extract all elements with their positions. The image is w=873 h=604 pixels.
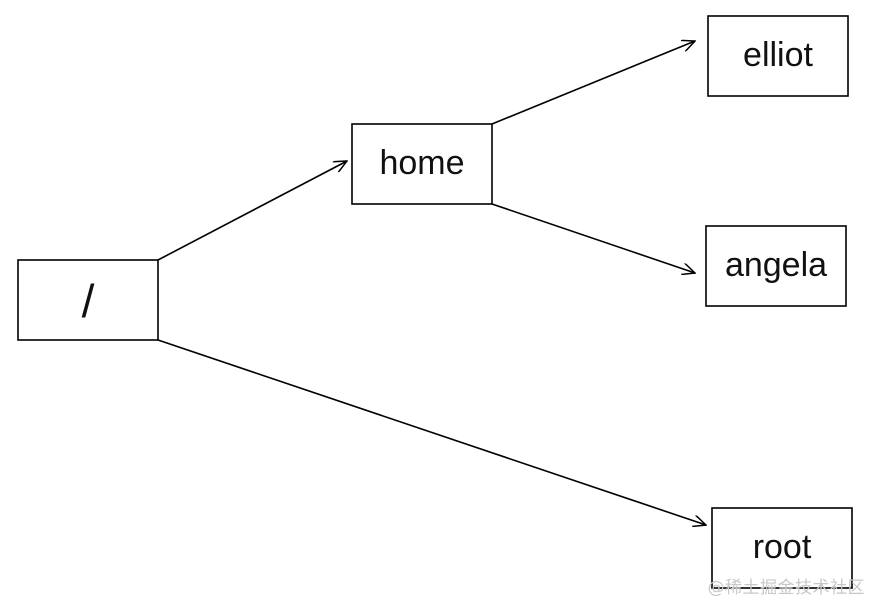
node-elliot-label: elliot — [743, 36, 813, 74]
edge-root-dir-to-root — [157, 339, 706, 525]
node-elliot: elliot — [707, 15, 849, 97]
node-home-label: home — [379, 144, 464, 182]
node-angela: angela — [705, 225, 847, 307]
node-root-directory: / — [17, 259, 159, 341]
node-root-label: root — [753, 528, 812, 566]
edge-home-to-elliot — [491, 41, 695, 125]
node-root-directory-label: / — [82, 275, 95, 327]
watermark: @稀土掘金技术社区 — [707, 578, 865, 598]
node-home: home — [351, 123, 493, 205]
edge-root-dir-to-home — [157, 161, 347, 261]
node-angela-label: angela — [725, 246, 827, 284]
node-root: root — [711, 507, 853, 589]
edge-home-to-angela — [491, 203, 695, 273]
